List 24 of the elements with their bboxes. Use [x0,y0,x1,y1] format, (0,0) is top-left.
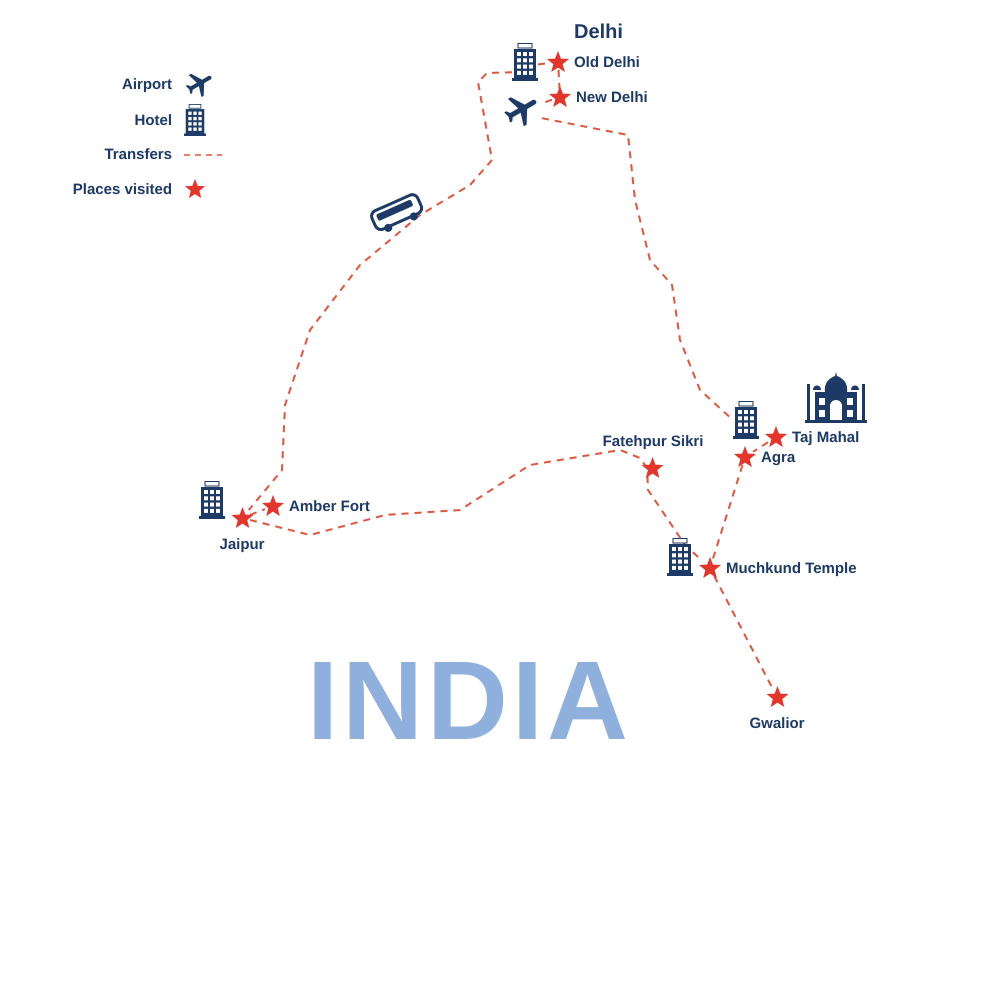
hotel-icon [733,401,759,439]
legend-label: Airport [121,76,172,92]
hotel-icon [512,43,538,81]
route-line [250,448,646,536]
route-line [752,441,769,453]
country-name: INDIA [307,645,632,757]
route-line [248,71,512,511]
city-heading: Delhi [574,22,623,42]
legend-label: Transfers [103,146,172,163]
route-line [713,576,774,690]
place-label: Old Delhi [574,54,640,70]
legend-label: Hotel [134,112,172,128]
place-label: Fatehpur Sikri [602,433,704,450]
place-label: Agra [761,448,796,466]
place-label: Gwalior [750,715,804,732]
route-line [558,70,560,90]
route-line [250,508,266,516]
place-label: New Delhi [576,88,648,106]
place-label: Jaipur [220,536,264,553]
place-label: Taj Mahal [792,428,860,446]
legend-label: Places visited [72,180,172,198]
place-label: Muchkund Temple [726,560,857,576]
route-line [712,464,744,560]
place-label: Amber Fort [289,498,370,514]
